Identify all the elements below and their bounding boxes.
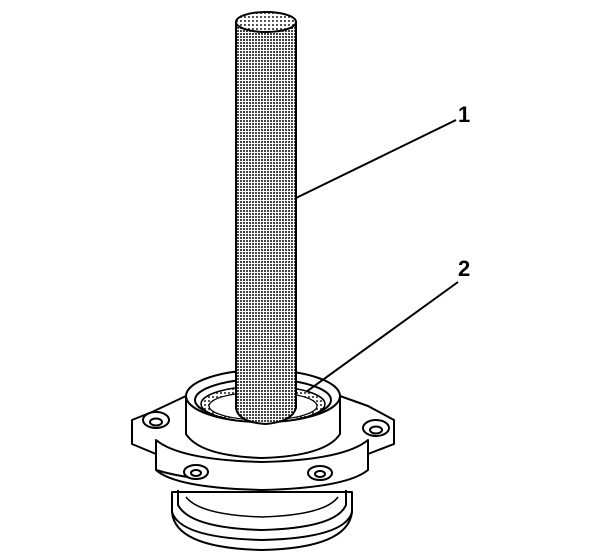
callout-2-label: 2 <box>458 256 470 281</box>
callout-2-leader <box>305 281 459 393</box>
housing-base <box>171 490 353 551</box>
callout-1-label: 1 <box>458 102 470 127</box>
bolt-hole-right-front <box>307 465 333 481</box>
bolt-hole-left-front <box>183 464 209 480</box>
installer-shaft <box>235 11 297 425</box>
bolt-hole-right-rear <box>362 419 390 437</box>
callout-1-leader <box>295 119 457 199</box>
bolt-hole-left-rear <box>142 411 170 429</box>
